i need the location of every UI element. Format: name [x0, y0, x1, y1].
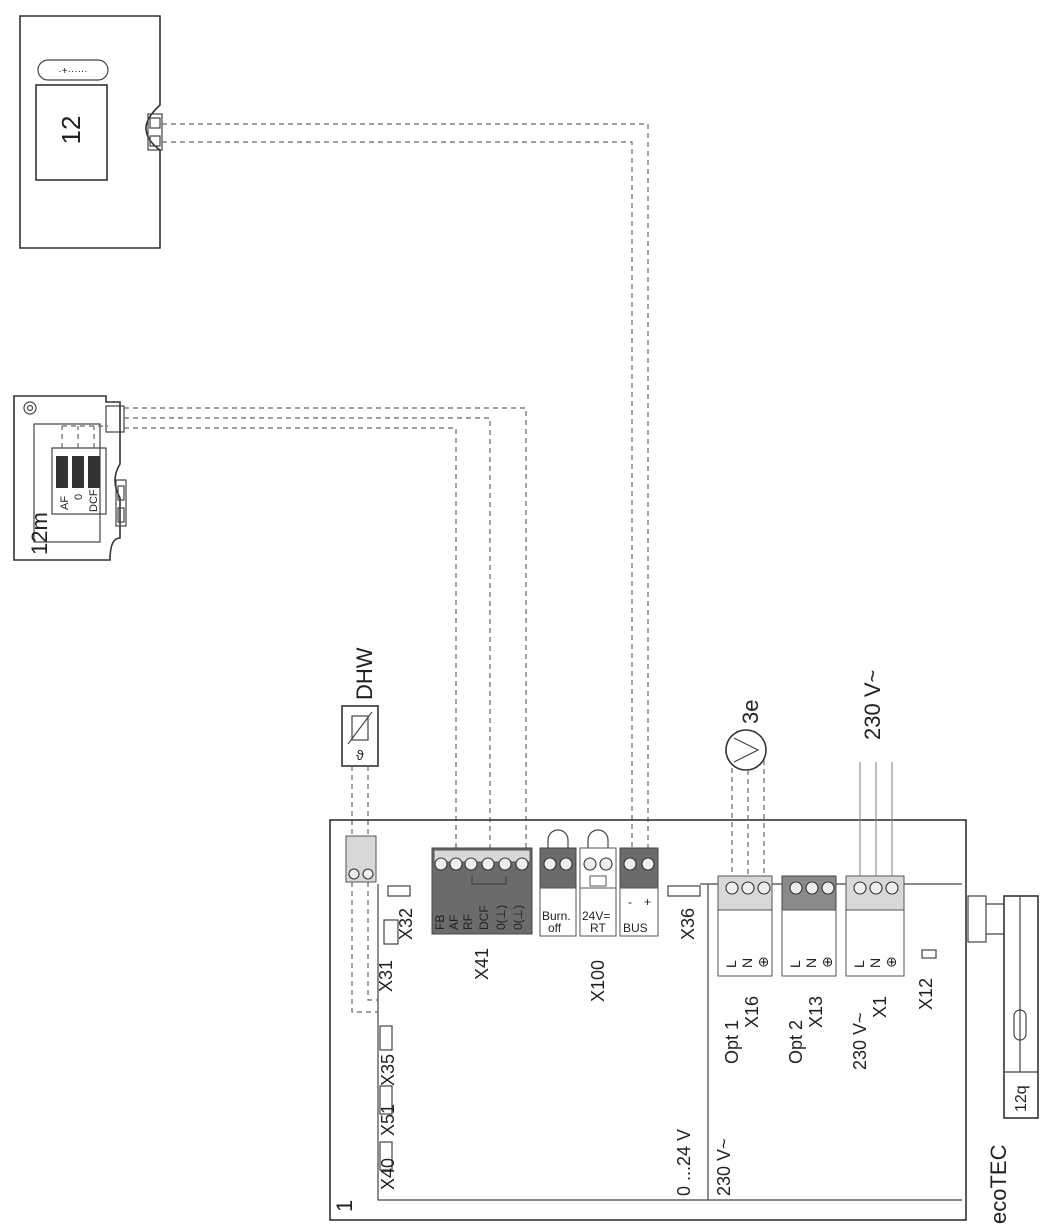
svg-text:DCF: DCF: [477, 905, 491, 930]
svg-text:L: L: [723, 960, 739, 968]
controller-12: ·+······ 12: [19, 15, 163, 249]
svg-text:AF: AF: [447, 915, 461, 930]
sensor-cable: [124, 407, 527, 878]
x1-connector: 230 V~ L N ⊕ 230 V~ X1: [845, 670, 905, 1070]
svg-text:DCF: DCF: [88, 489, 100, 512]
svg-text:X13: X13: [806, 996, 826, 1028]
pin-headers: X32 X35 X51 X40 X36 X12: [378, 885, 937, 1190]
x100-connector: Burn. off 24V= RT - + BUS X100: [539, 829, 659, 1002]
controller-label: 12: [56, 116, 86, 145]
svg-text:0(⊥): 0(⊥): [494, 905, 508, 930]
svg-text:ϑ: ϑ: [356, 747, 364, 763]
svg-text:Burn.: Burn.: [542, 909, 571, 923]
x13-connector: L N ⊕ Opt 2 X13: [781, 875, 837, 1064]
svg-text:X1: X1: [870, 996, 890, 1018]
x16-connector: L N ⊕ Opt 1 X16: [717, 875, 773, 1064]
pump-3e: 3e: [725, 700, 767, 878]
svg-text:L: L: [787, 960, 803, 968]
svg-text:RT: RT: [590, 921, 606, 935]
fuse-12q: 12q: [967, 895, 1039, 1119]
svg-text:X32: X32: [396, 908, 416, 940]
svg-text:X35: X35: [378, 1054, 398, 1086]
zone-low-voltage: 0 ...24 V: [674, 1129, 694, 1196]
svg-text:RF: RF: [461, 914, 475, 930]
svg-text:X40: X40: [378, 1158, 398, 1190]
dhw-sensor: ϑ DHW: [341, 647, 379, 836]
zone-high-voltage: 230 V~: [714, 1138, 734, 1196]
svg-text:N: N: [803, 958, 819, 968]
svg-text:+: +: [644, 895, 651, 909]
svg-text:X36: X36: [678, 908, 698, 940]
x31-connector: X31: [345, 835, 399, 1013]
svg-text:230 V~: 230 V~: [850, 1012, 870, 1070]
remote-label: 12m: [27, 512, 52, 555]
svg-text:FB: FB: [433, 915, 447, 930]
svg-text:X100: X100: [588, 960, 608, 1002]
svg-text:X41: X41: [472, 948, 492, 980]
x41-connector: FB AF RF DCF 0(⊥) 0(⊥) X41: [431, 847, 533, 980]
svg-text:X51: X51: [378, 1104, 398, 1136]
svg-text:24V=: 24V=: [582, 909, 610, 923]
svg-text:⊕: ⊕: [819, 956, 835, 968]
svg-text:off: off: [548, 921, 562, 935]
dhw-label: DHW: [352, 647, 377, 700]
mains-label: 230 V~: [860, 670, 885, 740]
fuse-label: 12q: [1013, 1085, 1030, 1112]
remote-12m: AF 0 DCF 12m: [13, 395, 127, 561]
svg-text:-: -: [628, 895, 632, 909]
svg-text:N: N: [739, 958, 755, 968]
svg-text:BUS: BUS: [623, 921, 648, 935]
pump-label: 3e: [738, 700, 763, 724]
svg-text:X12: X12: [916, 978, 936, 1010]
svg-text:⊕: ⊕: [755, 956, 771, 968]
board-label: 1: [332, 1200, 357, 1212]
svg-text:0: 0: [73, 494, 85, 500]
svg-text:Opt 2: Opt 2: [786, 1020, 806, 1064]
svg-text:L: L: [851, 960, 867, 968]
svg-text:0(⊥): 0(⊥): [511, 905, 525, 930]
svg-text:⊕: ⊕: [883, 956, 899, 968]
boiler-label: ecoTEC: [986, 1144, 1011, 1224]
svg-text:X16: X16: [742, 996, 762, 1028]
bus-cable: [162, 123, 649, 878]
svg-text:·+······: ·+······: [58, 66, 87, 77]
svg-text:X31: X31: [376, 960, 396, 992]
svg-text:Opt 1: Opt 1: [722, 1020, 742, 1064]
svg-text:AF: AF: [59, 496, 71, 510]
svg-text:N: N: [867, 958, 883, 968]
